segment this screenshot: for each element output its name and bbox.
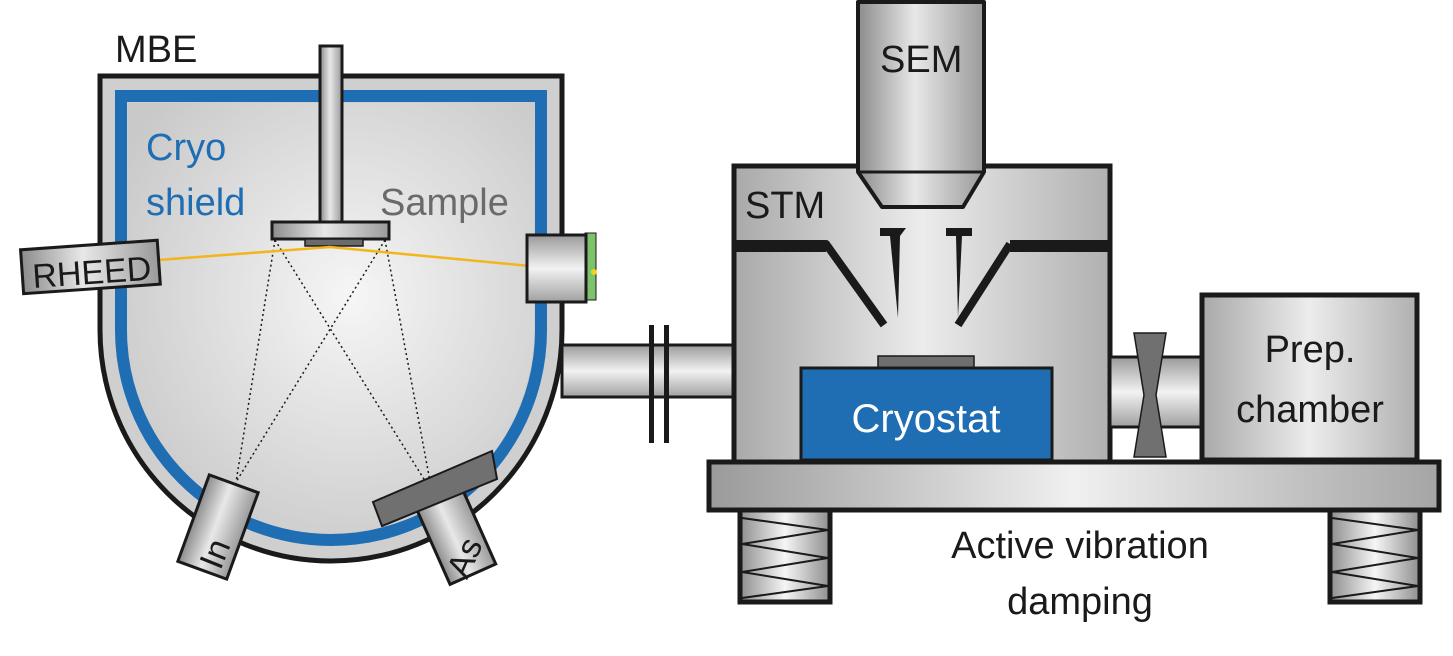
mbe-label: MBE [115, 29, 197, 71]
in-cell [175, 472, 261, 582]
damping-label-line2: damping [1007, 581, 1153, 623]
transfer-tube [560, 325, 738, 443]
mbe-chamber [18, 44, 597, 587]
rheed-label: RHEED [31, 250, 152, 296]
stm-label: STM [745, 185, 825, 227]
prep-chamber [1199, 292, 1420, 463]
sample-holder [270, 220, 391, 241]
sem-label: SEM [880, 39, 962, 81]
manipulator-rod [318, 44, 344, 226]
mbe-interior [128, 103, 534, 533]
cryo-shield-label-line2: shield [146, 182, 245, 224]
spring-left [737, 507, 833, 605]
spring-right [1327, 507, 1423, 605]
prep-chamber-label-line1: Prep. [1265, 329, 1356, 371]
rheed-beam [157, 245, 531, 268]
as-shutter [371, 449, 499, 528]
flux-lines [235, 239, 433, 493]
prep-tube [1108, 332, 1204, 458]
rheed-gun [18, 238, 162, 296]
cryo-shield [115, 90, 547, 546]
stm-tip-left [880, 228, 906, 318]
cryostat-label: Cryostat [852, 397, 1001, 441]
cryo-shield-label-line1: Cryo [146, 127, 226, 169]
flange-1 [649, 325, 654, 443]
rheed-screen [525, 233, 588, 304]
vibration-table [706, 459, 1442, 513]
sem-column [856, 0, 986, 209]
flange-2 [664, 325, 669, 443]
gate-valve [1133, 332, 1167, 458]
stm-tip-right [946, 228, 972, 318]
sem-body [856, 0, 986, 209]
rheed-spot [591, 269, 597, 275]
sample-label: Sample [380, 182, 509, 224]
stm-chamber [731, 163, 1113, 466]
cryostat [799, 366, 1054, 462]
prep-chamber-label-line2: chamber [1236, 389, 1384, 431]
damping-label-line1: Active vibration [951, 525, 1209, 567]
sample [304, 238, 364, 247]
